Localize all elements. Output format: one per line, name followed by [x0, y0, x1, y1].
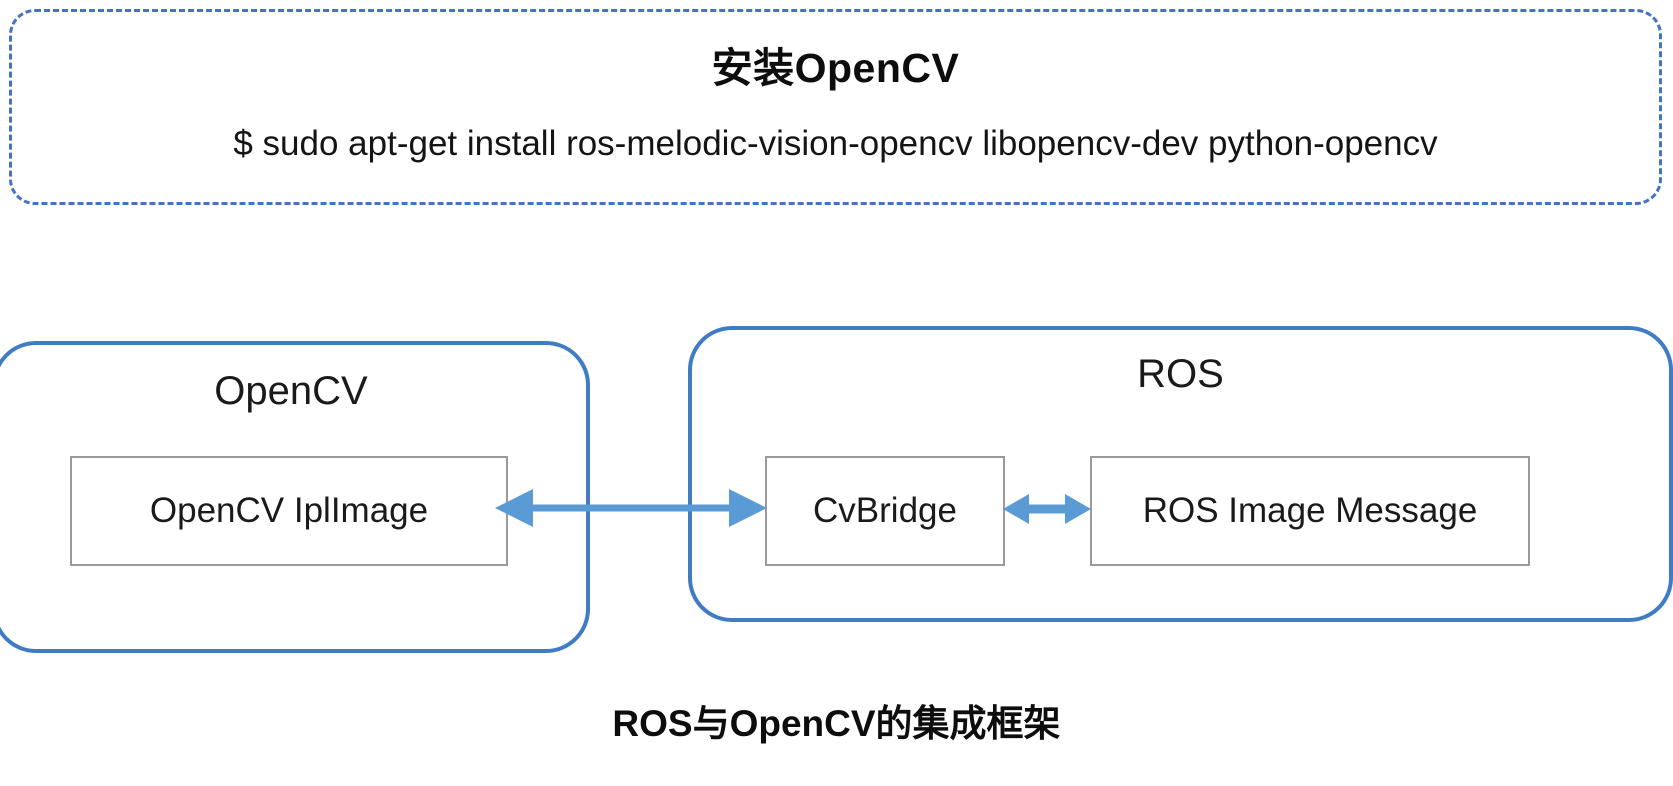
node-cvbridge: CvBridge: [765, 456, 1005, 566]
node-opencv-iplimage: OpenCV IplImage: [70, 456, 508, 566]
group-opencv-label: OpenCV: [214, 369, 368, 413]
diagram-caption: ROS与OpenCV的集成框架: [612, 703, 1061, 744]
install-command-text: $ sudo apt-get install ros-melodic-visio…: [233, 124, 1438, 163]
node-ros-image-message: ROS Image Message: [1090, 456, 1530, 566]
install-panel: 安装OpenCV $ sudo apt-get install ros-melo…: [9, 9, 1662, 205]
install-panel-title: 安装OpenCV: [711, 45, 960, 91]
group-ros-label: ROS: [1137, 352, 1224, 396]
